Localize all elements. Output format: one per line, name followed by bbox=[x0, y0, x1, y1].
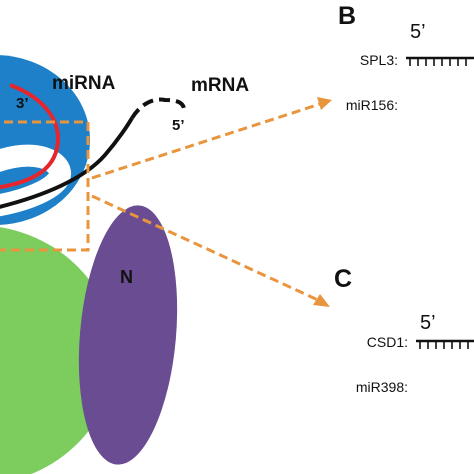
highlight-box bbox=[0, 120, 90, 252]
panel-b-mirna-label: miR156: bbox=[346, 97, 398, 113]
mirna-strand bbox=[0, 83, 61, 190]
mrna-strand bbox=[0, 116, 134, 209]
arrow-to-b-head bbox=[317, 97, 332, 110]
label-five-prime: 5’ bbox=[172, 117, 185, 134]
panel-c-target-strand bbox=[416, 339, 474, 349]
label-mirna: miRNA bbox=[52, 73, 116, 94]
panel-b-target-label: SPL3: bbox=[360, 52, 398, 68]
label-three-prime: 3’ bbox=[16, 95, 29, 112]
panel-c-letter: C bbox=[334, 265, 352, 293]
panel-c-mirna-label: miR398: bbox=[356, 379, 408, 395]
arrow-to-c-head bbox=[313, 294, 330, 307]
panel-c-target-label: CSD1: bbox=[367, 334, 408, 350]
purple-protein bbox=[78, 205, 178, 465]
arrow-to-b bbox=[91, 102, 321, 180]
panel-c-five-prime: 5’ bbox=[420, 312, 436, 334]
panel-b-five-prime: 5’ bbox=[410, 21, 426, 43]
mrna-strand-dashed bbox=[130, 97, 187, 120]
panel-b-letter: B bbox=[338, 2, 356, 30]
panel-b-target-strand bbox=[406, 56, 474, 66]
label-n: N bbox=[120, 267, 133, 287]
label-mrna: mRNA bbox=[191, 75, 249, 96]
